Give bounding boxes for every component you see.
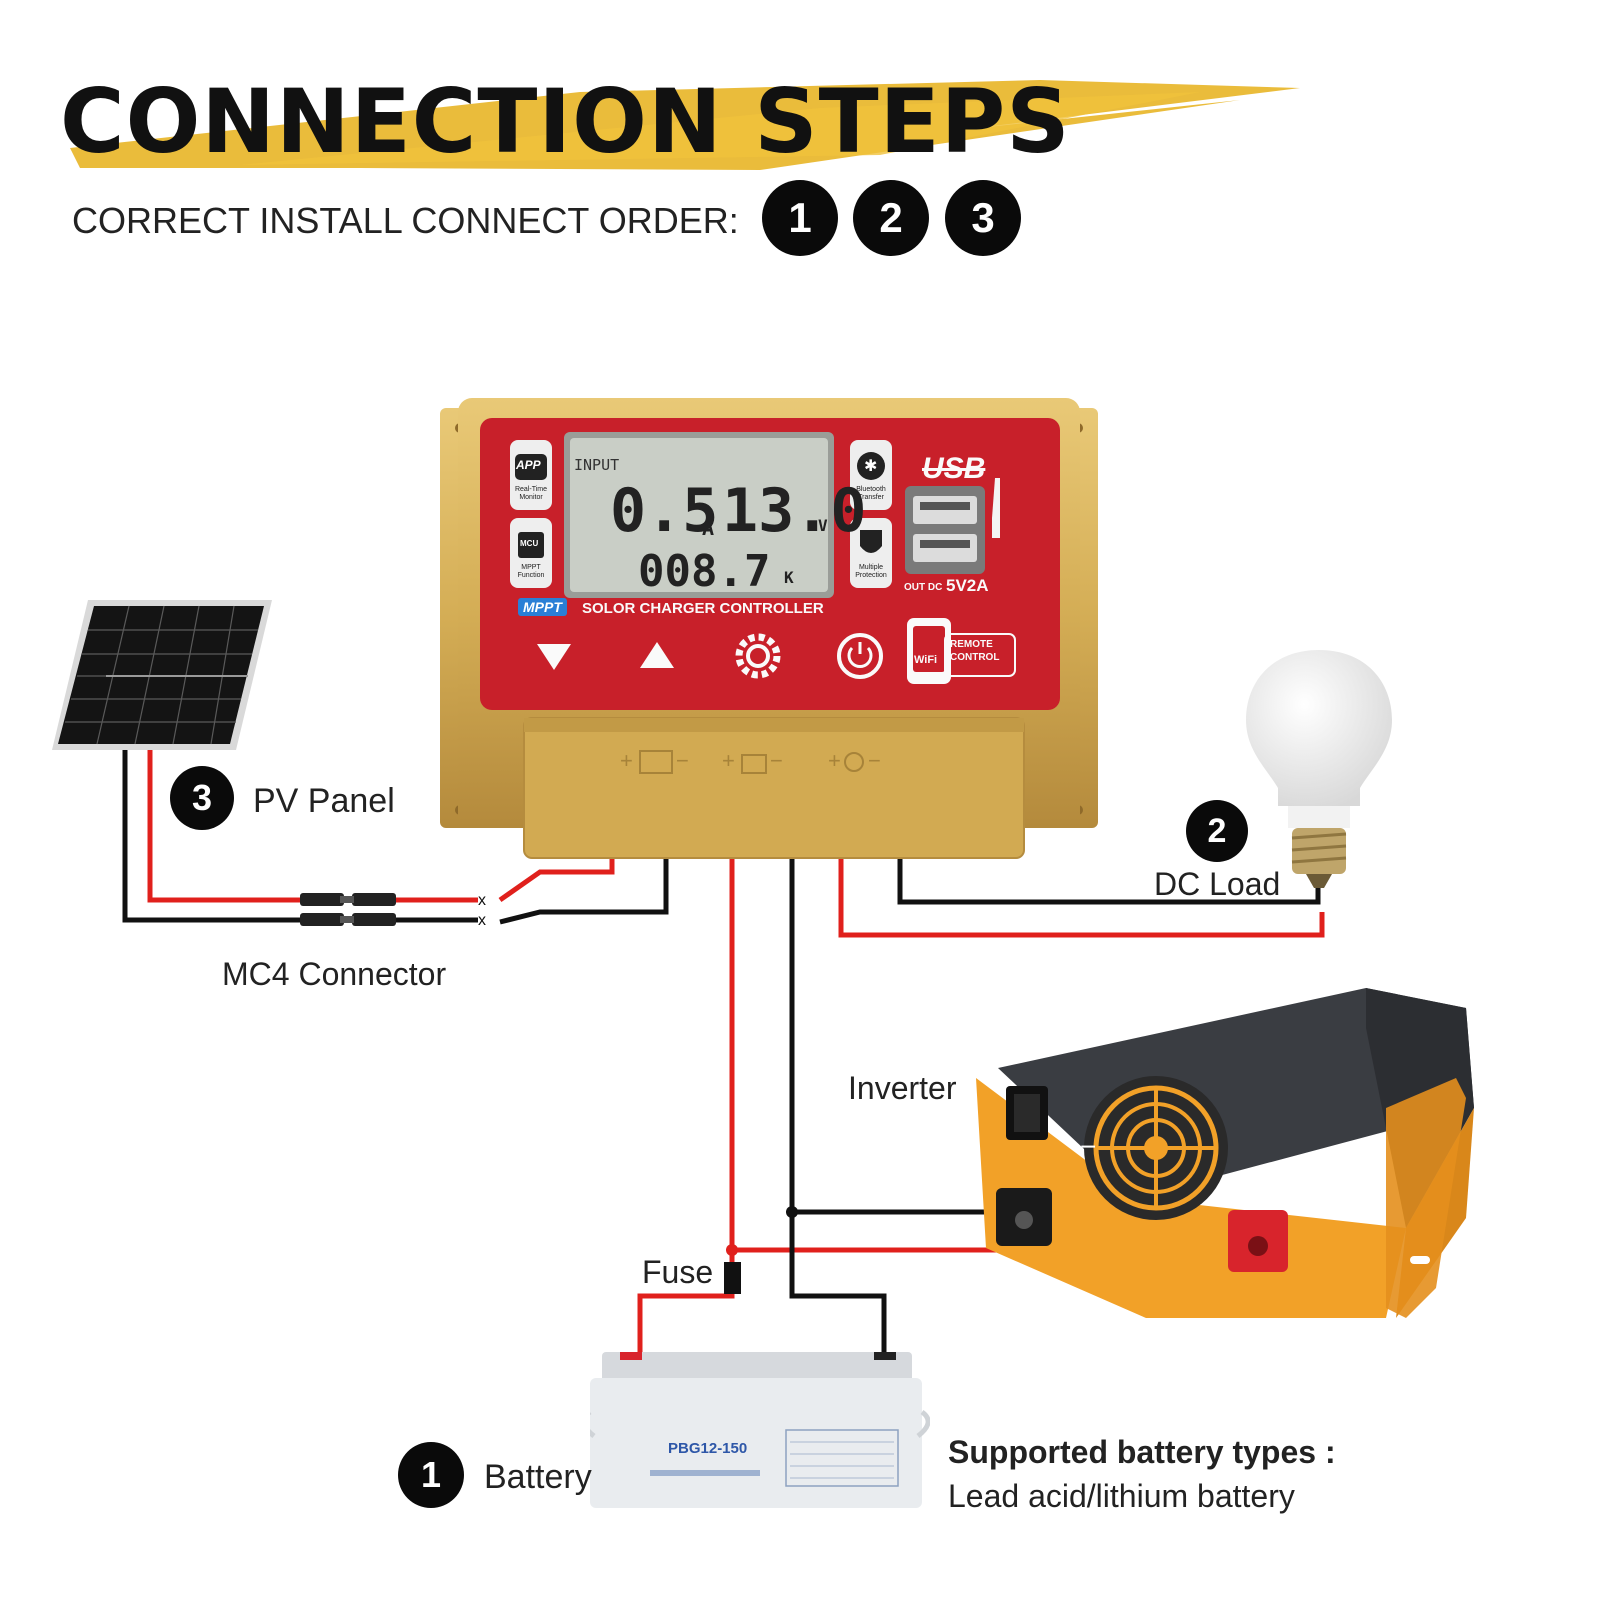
pv-terminal-plus: + [620,748,633,773]
up-arrow-icon [640,642,674,668]
order-step-3: 3 [945,180,1021,256]
load-terminal-plus: + [828,748,841,773]
controller-pv-red [498,856,615,903]
up-button[interactable] [634,634,680,680]
title-brush-stroke [70,80,1300,170]
down-button[interactable] [532,634,578,680]
order-step-1: 1 [762,180,838,256]
battery-wire-black [789,858,887,1362]
solar-panel-icon [52,600,272,750]
battery-types-value: Lead acid/lithium battery [948,1478,1295,1514]
dc-load-step-badge: 2 [1186,800,1248,862]
usb-label: USB [922,452,986,485]
inverter-label: Inverter [848,1070,957,1106]
battery-types-heading: Supported battery types : [948,1434,1336,1470]
fuse-icon [724,1262,741,1294]
battery-terminal-plus: + [722,748,735,773]
battery-icon [590,1352,930,1508]
battery-terminal-minus: − [770,748,783,773]
usb-rating: 5V2A [946,576,989,595]
load-wire-black [897,858,1321,905]
lcd-energy-value: 008.7 [638,546,771,597]
pv-panel-label: PV Panel [253,782,395,820]
bluetooth-icon: ✱ [864,458,878,475]
remote-control-label: REMOTE CONTROL [950,639,1000,663]
page-title: CONNECTION STEPS [60,70,1071,173]
pv-wire-black [122,740,478,923]
mc4-connector-icon [300,893,396,926]
charge-controller: INPUT 0.5 A 13.0 V 008.7 K APP Real-Time… [440,398,1098,866]
lcd-current-unit: A [702,516,715,540]
power-button[interactable] [836,632,884,680]
gear-icon [735,633,781,679]
title-area: CONNECTION STEPS [60,70,1300,180]
mcu-badge: MCU [520,539,539,548]
battery-model: PBG12-150 [668,1440,748,1457]
dc-load-label: DC Load [1154,866,1281,902]
bluetooth-transfer-caption: Bluetooth Transfer [856,486,886,501]
svg-text:+: + [1292,1166,1310,1199]
mppt-badge: MPPT [518,598,567,616]
app-badge: APP [516,458,541,472]
bulb-symbol-icon [844,752,864,772]
real-time-monitor-caption: Real-Time Monitor [514,486,548,501]
settings-button[interactable] [734,632,782,680]
wifi-label: WiFi [914,654,938,666]
battery-step-badge: 1 [398,1442,464,1508]
fuse-label: Fuse [642,1254,714,1290]
controller-body [440,398,1098,859]
inverter-icon: − + [976,988,1474,1318]
power-icon [837,633,883,679]
mc4-connector-label: MC4 Connector [222,956,447,992]
pv-terminal-minus: − [676,748,689,773]
lcd-current-value: 0.5 [610,476,719,546]
controller-pv-black [499,856,669,925]
svg-text:x: x [478,892,486,909]
shield-icon [860,530,882,553]
lcd-voltage-unit: V [818,516,828,535]
order-step-2: 2 [853,180,929,256]
battery-wire-red [637,858,735,1362]
lcd-voltage-value: 13.0 [722,476,867,546]
light-bulb-icon [1246,650,1392,888]
lcd-energy-unit: K [784,568,794,587]
pv-panel-step-badge: 3 [170,766,234,830]
usb-output-label: OUT DC [904,582,943,593]
down-arrow-icon [537,644,571,670]
svg-text:x: x [478,912,486,929]
product-name: SOLOR CHARGER CONTROLLER [582,600,824,617]
mppt-function-caption: MPPT Function [517,564,545,579]
svg-text:−: − [1080,1131,1096,1162]
battery-label: Battery [484,1458,592,1496]
load-wire-red [838,858,1325,938]
install-order-label: CORRECT INSTALL CONNECT ORDER: [72,200,739,241]
lcd-input-label: INPUT [574,456,620,474]
fan-icon [1084,1076,1228,1220]
multiple-protection-caption: Multiple Protection [855,564,887,579]
load-terminal-minus: − [868,748,881,773]
